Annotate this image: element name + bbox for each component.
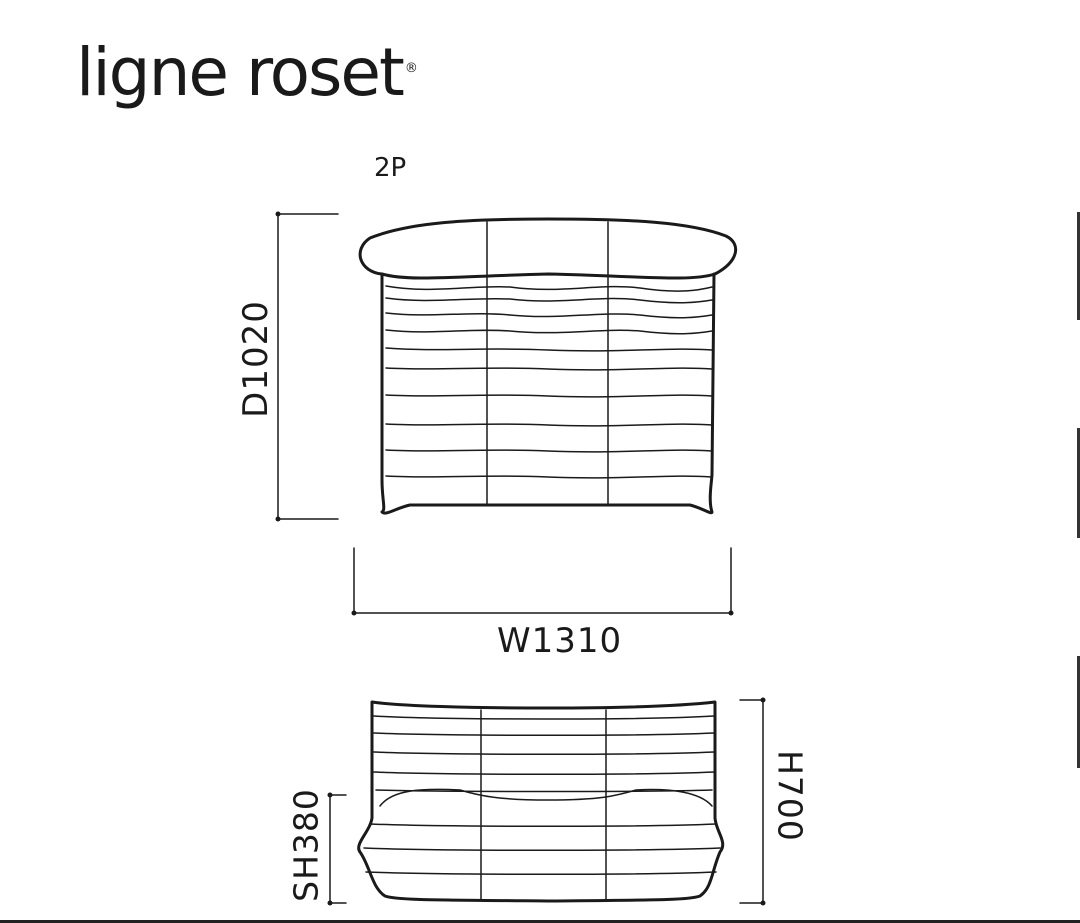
page-edge-mark bbox=[1077, 656, 1080, 768]
width-label: W1310 bbox=[497, 621, 623, 661]
seat-height-dimension-line bbox=[329, 794, 347, 904]
sofa-front-view bbox=[357, 700, 725, 903]
seat-height-label: SH380 bbox=[286, 788, 326, 902]
dimension-endpoints bbox=[275, 211, 766, 906]
bottom-border bbox=[0, 920, 1080, 923]
model-label: 2P bbox=[374, 153, 407, 183]
width-dimension-line bbox=[353, 547, 732, 614]
registered-mark: ® bbox=[404, 61, 418, 76]
height-dimension-line bbox=[739, 699, 764, 904]
height-label: H700 bbox=[770, 750, 810, 842]
page-edge-mark bbox=[1077, 428, 1080, 538]
sofa-top-view bbox=[358, 217, 738, 515]
brand-logo: ligne roset® bbox=[76, 40, 418, 106]
depth-label: D1020 bbox=[236, 300, 276, 418]
page-edge-mark bbox=[1077, 212, 1080, 320]
brand-name: ligne roset bbox=[76, 34, 405, 111]
depth-dimension-line bbox=[277, 213, 339, 520]
